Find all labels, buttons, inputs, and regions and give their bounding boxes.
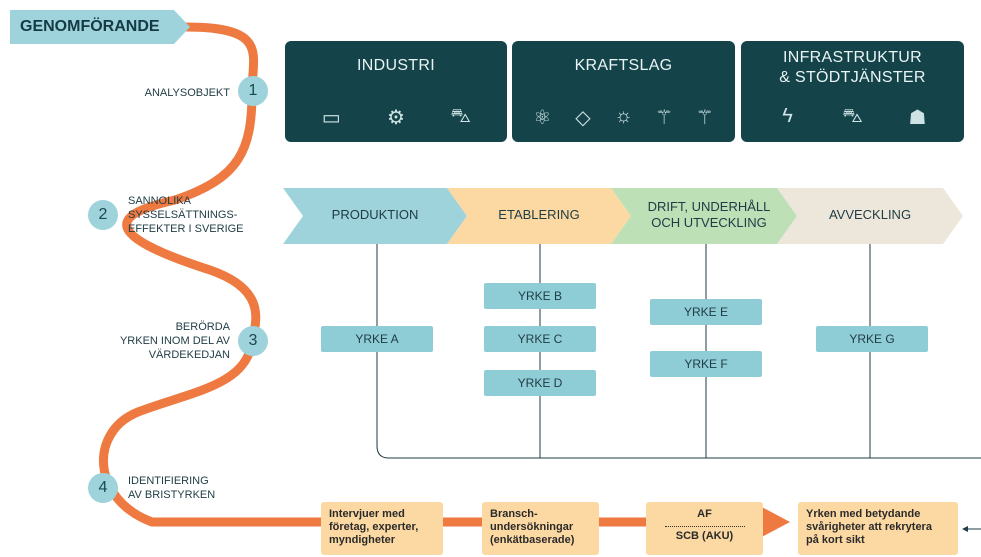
diagram-title: GENOMFÖRANDE: [20, 18, 160, 35]
path-arrowhead: [760, 506, 790, 538]
car-icon: ⛍: [450, 105, 471, 127]
category-title-line: & STÖDTJÄNSTER: [779, 69, 926, 86]
result-box: Yrken med betydande svårigheter att rekr…: [798, 502, 958, 555]
stage-chevron-produktion: [283, 188, 467, 244]
result-line: på kort sikt: [806, 534, 865, 546]
step-label-4-line: IDENTIFIERING: [128, 475, 209, 487]
stage-label-text: OCH UTVECKLING: [651, 215, 767, 230]
yrke-box-c: YRKE C: [484, 326, 596, 352]
result-line: svårigheter att rekrytera: [806, 521, 932, 533]
feedback-arrowhead: [962, 526, 968, 532]
step-label-1-line: ANALYSOBJEKT: [144, 87, 230, 99]
stage-label-text: DRIFT, UNDERHÅLL: [647, 199, 771, 214]
yrke-box-f: YRKE F: [650, 351, 762, 377]
step-label-2-line: SYSSELSÄTTNINGS-: [128, 209, 238, 221]
source-line: undersökningar: [490, 521, 574, 533]
water-drop-icon: ◇: [575, 107, 591, 129]
yrke-box-d: YRKE D: [484, 370, 596, 396]
electric-car-icon: ⛍: [842, 105, 863, 127]
category-icons: ⚛ ◇ ☼ ⚚ ⚚: [512, 105, 735, 130]
power-pylon-icon: ☗: [908, 107, 927, 129]
source-line: Intervjuer med: [329, 508, 405, 520]
source-interviews: Intervjuer med företag, experter, myndig…: [321, 502, 443, 555]
step-label-2-line: EFFEKTER I SVERIGE: [128, 223, 244, 235]
step-label-3-line: VÄRDEKEDJAN: [148, 349, 230, 361]
step-circle-4: 4: [88, 473, 118, 503]
category-title: INFRASTRUKTUR & STÖDTJÄNSTER: [741, 48, 964, 88]
step-circle-1: 1: [238, 76, 268, 106]
yrke-box-e: YRKE E: [650, 299, 762, 325]
source-af-scb: AF SCB (AKU): [646, 502, 763, 555]
stage-label-etablering: ETABLERING: [467, 192, 611, 238]
step-label-4-line: AV BRISTYRKEN: [128, 489, 216, 501]
stage-label-produktion: PRODUKTION: [303, 192, 447, 238]
category-infrastruktur: INFRASTRUKTUR & STÖDTJÄNSTER ϟ ⛍ ☗: [741, 41, 964, 142]
robot-arm-icon: ⚙: [387, 107, 405, 129]
step-label-2: SANNOLIKA SYSSELSÄTTNINGS- EFFEKTER I SV…: [128, 194, 244, 236]
stage-baseline: [376, 445, 981, 459]
step-label-3-line: BERÖRDA: [175, 321, 230, 333]
source-line: företag, experter,: [329, 521, 419, 533]
category-kraftslag: KRAFTSLAG ⚛ ◇ ☼ ⚚ ⚚: [512, 41, 735, 142]
step-circle-3: 3: [238, 326, 268, 356]
step-label-2-line: SANNOLIKA: [128, 195, 191, 207]
source-line: myndigheter: [329, 534, 396, 546]
step-label-3: BERÖRDA YRKEN INOM DEL AV VÄRDEKEDJAN: [120, 320, 230, 362]
source-line: Bransch-: [490, 508, 538, 520]
category-title: INDUSTRI: [357, 57, 435, 74]
sun-icon: ☼: [614, 105, 633, 127]
source-scb: SCB (AKU): [675, 530, 734, 542]
category-title-line: INFRASTRUKTUR: [782, 49, 922, 66]
step-label-4: IDENTIFIERING AV BRISTYRKEN: [128, 474, 215, 502]
stage-label-text: PRODUKTION: [331, 207, 419, 222]
stage-chevron-drift: [611, 188, 797, 244]
source-line: (enkätbaserade): [490, 534, 575, 546]
source-surveys: Bransch- undersökningar (enkätbaserade): [482, 502, 599, 555]
result-line: Yrken med betydande: [806, 508, 921, 520]
category-title: KRAFTSLAG: [574, 57, 673, 74]
source-af: AF: [697, 508, 712, 520]
step-label-1: ANALYSOBJEKT: [145, 86, 230, 100]
yrke-box-g: YRKE G: [816, 326, 928, 352]
power-socket-icon: ϟ: [782, 105, 793, 127]
atom-icon: ⚛: [533, 107, 552, 129]
stage-label-text: AVVECKLING: [828, 207, 912, 222]
title-tag-shape: [10, 10, 190, 44]
offshore-wind-icon: ⚚: [695, 107, 714, 129]
category-icons: ▭ ⚙ ⛍: [285, 105, 507, 130]
step-label-3-line: YRKEN INOM DEL AV: [119, 335, 230, 347]
source-divider: [664, 526, 745, 527]
category-icons: ϟ ⛍ ☗: [741, 105, 964, 130]
yrke-box-a: YRKE A: [321, 326, 433, 352]
stage-label-drift: DRIFT, UNDERHÅLL OCH UTVECKLING: [631, 192, 787, 238]
battery-icon: ▭: [321, 107, 341, 129]
stage-label-avveckling: AVVECKLING: [797, 192, 943, 238]
stage-chevron-avveckling: [777, 188, 963, 244]
wind-turbine-icon: ⚚: [655, 107, 674, 129]
step-circle-2: 2: [88, 200, 118, 230]
stage-label-text: ETABLERING: [498, 207, 580, 222]
category-industri: INDUSTRI ▭ ⚙ ⛍: [285, 41, 507, 142]
yrke-box-b: YRKE B: [484, 283, 596, 309]
stage-chevron-etablering: [447, 188, 631, 244]
